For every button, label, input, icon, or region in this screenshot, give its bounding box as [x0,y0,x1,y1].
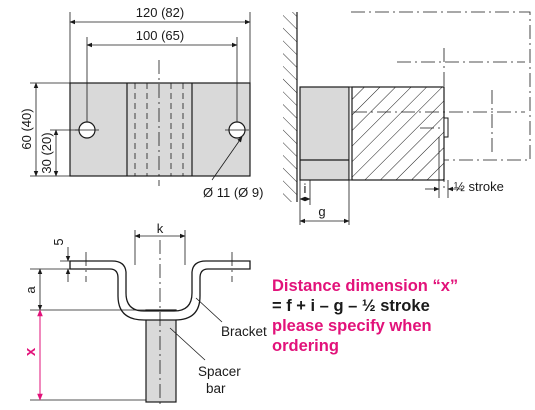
dim-g: g [318,204,325,219]
spacer-bar [145,309,177,403]
dim-k: k [157,221,164,236]
dim-half-height: 30 (20) [39,132,54,173]
note-line-4: ordering [272,337,339,355]
dim-i: i [304,181,307,196]
dim-a: a [23,286,38,294]
top-view: 120 (82) 100 (65) 60 (40) 30 (20) Ø 11 (… [19,5,263,200]
dim-x: x [22,347,39,356]
bracket-shape [69,260,251,321]
note-line-3: please specify when [272,317,432,335]
dim-hole-diameter: Ø 11 (Ø 9) [203,185,263,200]
side-view: i g ½ stroke [283,11,531,225]
cylinder-section [351,86,445,181]
bracket-view: k 5 a x Bracket Spacer bar [22,221,267,405]
dim-half-stroke: ½ stroke [454,179,504,194]
label-bracket: Bracket [221,324,267,339]
dim-height: 60 (40) [19,108,34,149]
note-line-2: = f + i – g – ½ stroke [272,297,430,315]
dim-five: 5 [51,238,66,245]
note-line-1: Distance dimension “x” [272,277,459,295]
distance-note: Distance dimension “x” = f + i – g – ½ s… [272,276,535,356]
spacer-block-front [69,82,251,177]
dim-overall-width: 120 (82) [136,5,184,20]
label-spacer-bar-line2: bar [206,381,226,396]
label-spacer-bar-line1: Spacer [198,364,241,379]
spacer-block-side [299,86,350,181]
dim-hole-spacing: 100 (65) [136,28,184,43]
